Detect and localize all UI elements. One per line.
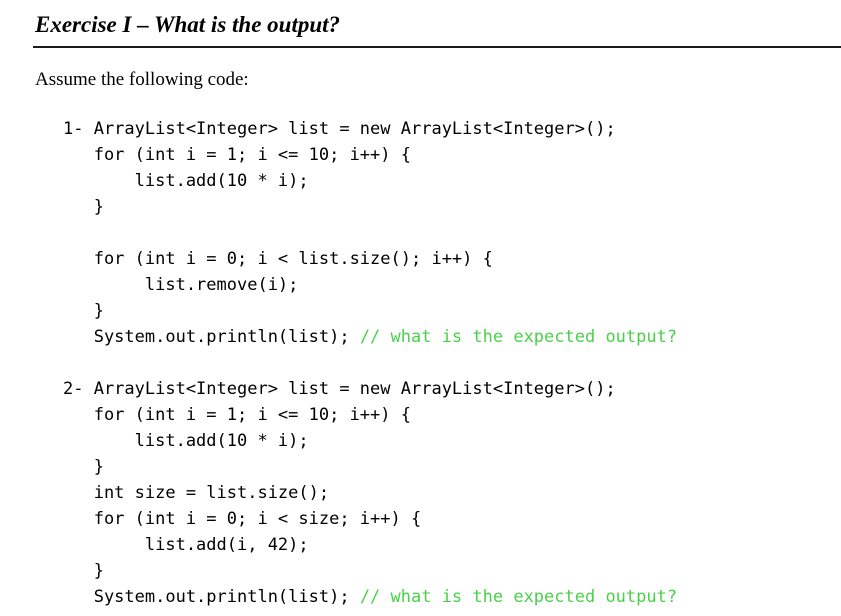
code-line: System.out.println(list); // what is the… xyxy=(63,324,841,350)
code-text: for (int i = 0; i < size; i++) { xyxy=(63,509,422,529)
code-text: list.add(i, 42); xyxy=(63,535,309,555)
code-comment: // what is the expected output? xyxy=(359,587,678,607)
code-text: list.remove(i); xyxy=(63,275,299,295)
code-text: list.add(10 * i); xyxy=(63,171,309,191)
code-text: 1- ArrayList<Integer> list = new ArrayLi… xyxy=(63,119,616,139)
code-text: } xyxy=(63,301,104,321)
page-title: Exercise I – What is the output? xyxy=(35,12,341,37)
code-line: list.add(10 * i); xyxy=(63,428,841,454)
code-block-1: 1- ArrayList<Integer> list = new ArrayLi… xyxy=(63,116,841,350)
title-divider xyxy=(33,46,841,48)
code-line: int size = list.size(); xyxy=(63,480,841,506)
code-line: } xyxy=(63,298,841,324)
code-line: } xyxy=(63,454,841,480)
code-line: 1- ArrayList<Integer> list = new ArrayLi… xyxy=(63,116,841,142)
code-text: } xyxy=(63,197,104,217)
code-line: } xyxy=(63,558,841,584)
code-text: int size = list.size(); xyxy=(63,483,330,503)
code-line: list.add(i, 42); xyxy=(63,532,841,558)
code-line: for (int i = 1; i <= 10; i++) { xyxy=(63,142,841,168)
code-line: 2- ArrayList<Integer> list = new ArrayLi… xyxy=(63,376,841,402)
code-text: for (int i = 1; i <= 10; i++) { xyxy=(63,145,411,165)
code-text: for (int i = 0; i < list.size(); i++) { xyxy=(63,249,493,269)
code-listing: 1- ArrayList<Integer> list = new ArrayLi… xyxy=(63,116,841,610)
code-text: } xyxy=(63,561,104,581)
code-line: list.remove(i); xyxy=(63,272,841,298)
code-text: 2- ArrayList<Integer> list = new ArrayLi… xyxy=(63,379,616,399)
code-text: for (int i = 1; i <= 10; i++) { xyxy=(63,405,411,425)
code-line: for (int i = 1; i <= 10; i++) { xyxy=(63,402,841,428)
code-text: list.add(10 * i); xyxy=(63,431,309,451)
code-text: System.out.println(list); xyxy=(63,327,360,347)
code-line: list.add(10 * i); xyxy=(63,168,841,194)
code-line-blank xyxy=(63,220,841,246)
code-line: System.out.println(list); // what is the… xyxy=(63,584,841,610)
code-block-separator xyxy=(63,350,841,376)
intro-text: Assume the following code: xyxy=(35,69,249,90)
code-text: } xyxy=(63,457,104,477)
code-line: } xyxy=(63,194,841,220)
code-comment: // what is the expected output? xyxy=(359,327,678,347)
code-line: for (int i = 0; i < size; i++) { xyxy=(63,506,841,532)
code-line: for (int i = 0; i < list.size(); i++) { xyxy=(63,246,841,272)
code-text: System.out.println(list); xyxy=(63,587,360,607)
code-block-2: 2- ArrayList<Integer> list = new ArrayLi… xyxy=(63,376,841,610)
